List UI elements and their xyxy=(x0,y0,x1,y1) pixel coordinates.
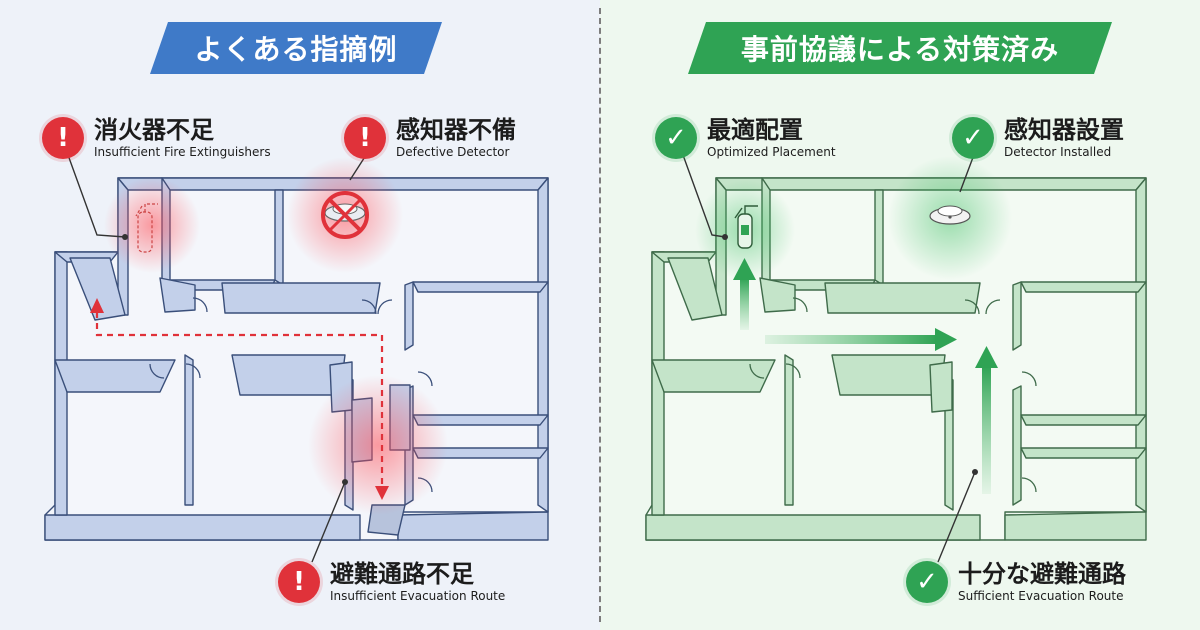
callout-subtitle: Detector Installed xyxy=(1004,145,1112,159)
callout-title: 十分な避難通路 xyxy=(958,560,1126,588)
callout-insufficient-route: ! 避難通路不足 Insufficient Evacuation Route xyxy=(278,560,505,604)
callout-title: 最適配置 xyxy=(707,116,803,144)
callout-sufficient-route: ✓ 十分な避難通路 Sufficient Evacuation Route xyxy=(906,560,1126,604)
callout-subtitle: Defective Detector xyxy=(396,145,510,159)
right-floor-plan xyxy=(645,177,1147,541)
callout-title: 消火器不足 xyxy=(94,116,214,144)
callout-defective-detector: ! 感知器不備 Defective Detector xyxy=(344,116,516,160)
callout-subtitle: Insufficient Evacuation Route xyxy=(330,589,506,603)
callout-optimized-placement: ✓ 最適配置 Optimized Placement xyxy=(655,116,836,160)
callout-subtitle: Insufficient Fire Extinguishers xyxy=(94,145,271,159)
exclamation-icon: ! xyxy=(278,561,320,603)
callout-subtitle: Sufficient Evacuation Route xyxy=(958,589,1124,603)
callout-title: 感知器不備 xyxy=(396,116,516,144)
resolved-banner: 事前協議による対策済み xyxy=(688,22,1112,74)
exclamation-icon: ! xyxy=(344,117,386,159)
defective-detector-icon xyxy=(321,191,369,239)
callout-insufficient-extinguishers: ! 消火器不足 Insufficient Fire Extinguishers xyxy=(42,116,271,160)
missing-extinguisher-icon xyxy=(135,203,158,253)
route-warning-glow xyxy=(308,375,448,515)
check-icon: ✓ xyxy=(952,117,994,159)
panel-divider xyxy=(599,8,601,622)
common-issues-banner: よくある指摘例 xyxy=(150,22,442,74)
check-icon: ✓ xyxy=(906,561,948,603)
right-door-swings xyxy=(749,297,1037,493)
fire-extinguisher-icon xyxy=(734,205,758,249)
sufficient-route-arrows xyxy=(733,258,998,494)
smoke-detector-icon xyxy=(929,205,971,225)
resolved-title: 事前協議による対策済み xyxy=(740,33,1060,66)
callout-title: 避難通路不足 xyxy=(330,560,474,588)
callout-title: 感知器設置 xyxy=(1004,116,1124,144)
insufficient-route-path xyxy=(90,298,389,500)
callout-subtitle: Optimized Placement xyxy=(707,145,836,159)
extinguisher-warning-glow xyxy=(104,177,200,273)
check-icon: ✓ xyxy=(655,117,697,159)
common-issues-title: よくある指摘例 xyxy=(194,33,398,66)
callout-detector-installed: ✓ 感知器設置 Detector Installed xyxy=(952,116,1124,160)
exclamation-icon: ! xyxy=(42,117,84,159)
